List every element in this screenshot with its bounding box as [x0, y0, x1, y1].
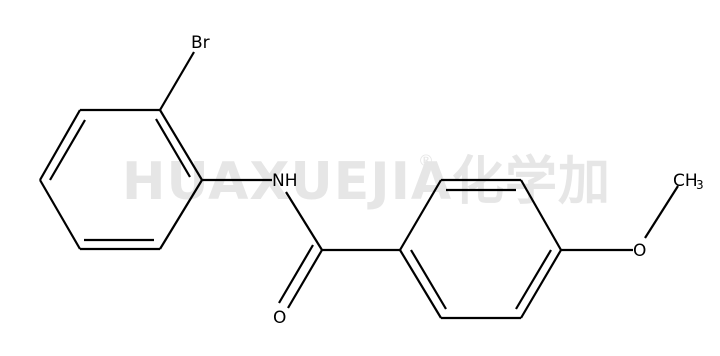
watermark-registered-mark: ®: [418, 151, 434, 170]
bond: [39, 179, 81, 250]
aromatic-inner-bond: [49, 119, 86, 181]
bond: [399, 179, 442, 251]
bromine-label: Br: [191, 33, 210, 53]
ether-oxygen-label: O: [633, 241, 646, 261]
bond: [399, 249, 442, 319]
carbonyl-bond: [287, 249, 323, 309]
carbonyl-oxygen-label: O: [273, 308, 286, 328]
watermark-cjk-text: 化学加: [452, 152, 611, 212]
bond: [520, 179, 562, 251]
aromatic-inner-bond: [515, 249, 552, 310]
methyl-label: CH: [673, 171, 698, 191]
watermark: HUAXUEJIA ® 化学加: [122, 151, 611, 212]
methoxyphenyl-ring: [399, 178, 562, 320]
bond: [39, 109, 81, 181]
carbonyl-bond-second: [278, 244, 314, 304]
watermark-text: HUAXUEJIA: [122, 152, 452, 212]
c-br-bond: [159, 51, 195, 111]
bond: [159, 179, 203, 250]
bond: [520, 249, 562, 319]
aromatic-inner-bond: [155, 118, 191, 178]
o-ch3-bond: [644, 185, 679, 239]
bromophenyl-ring: [39, 108, 203, 251]
nh-label: NH: [272, 171, 298, 191]
aromatic-inner-bond: [410, 249, 447, 310]
bond: [159, 109, 203, 181]
methyl-subscript: 3: [696, 178, 704, 192]
n-c-bond: [285, 191, 323, 251]
